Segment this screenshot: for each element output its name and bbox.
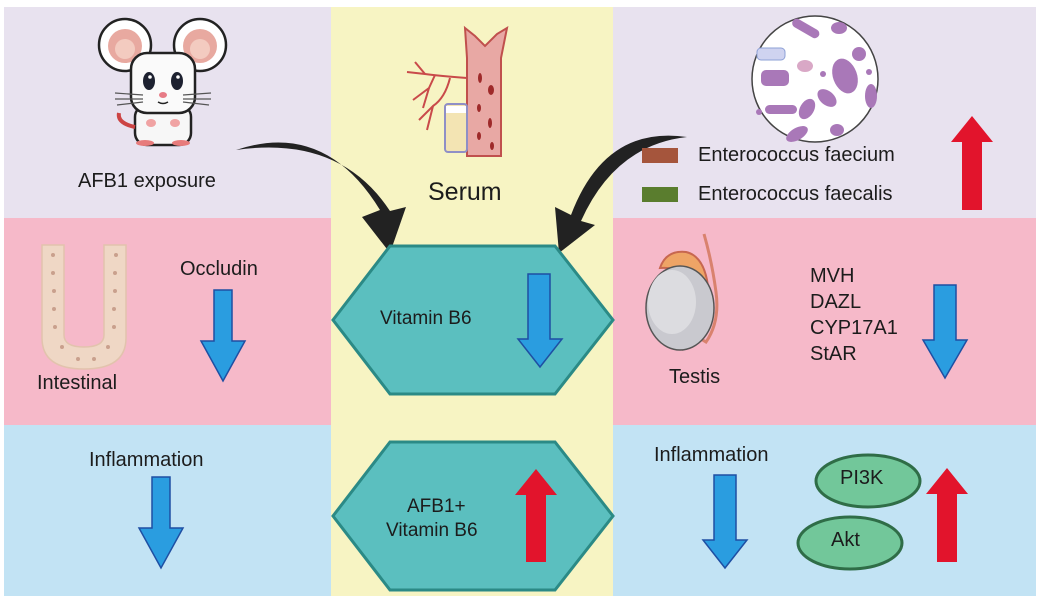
gene-label-mvh: MVH bbox=[810, 265, 855, 287]
occludin-down-arrow-icon bbox=[199, 289, 247, 383]
afb1-plus-label: AFB1+ bbox=[407, 496, 466, 517]
pi3k-ellipse bbox=[814, 453, 922, 509]
gene-label-cyp17a1: CYP17A1 bbox=[810, 317, 898, 339]
gene-label-dazl: DAZL bbox=[810, 291, 862, 313]
intestinal-label: Intestinal bbox=[37, 372, 118, 394]
testis-label: Testis bbox=[669, 366, 721, 388]
vitamin-b6-hexagon bbox=[331, 244, 615, 396]
gene-label-star: StAR bbox=[810, 343, 857, 365]
akt-label: Akt bbox=[831, 529, 860, 551]
serum-label: Serum bbox=[428, 178, 502, 206]
afb1-vitamin-b6-hexagon bbox=[331, 440, 615, 592]
vitamin-b6-label: Vitamin B6 bbox=[380, 308, 472, 329]
right-bottom-panel bbox=[613, 425, 1036, 596]
legend-label-faecium: Enterococcus faecium bbox=[698, 144, 895, 166]
curved-arrow-right-icon bbox=[555, 135, 687, 253]
legend-swatch-faecium bbox=[642, 148, 678, 163]
afb1-exposure-label: AFB1 exposure bbox=[78, 170, 216, 192]
legend-swatch-faecalis bbox=[642, 187, 678, 202]
intestine-icon bbox=[41, 244, 127, 370]
bacteria-microscope-icon bbox=[751, 15, 879, 143]
blood-vessel-serum-icon bbox=[406, 25, 509, 157]
akt-ellipse bbox=[796, 515, 904, 571]
right-inflammation-down-arrow-icon bbox=[701, 474, 749, 570]
testis-genes-down-arrow-icon bbox=[921, 284, 969, 380]
right-inflammation-label: Inflammation bbox=[654, 444, 769, 466]
enterococcus-up-arrow-icon bbox=[951, 116, 993, 210]
mouse-icon bbox=[97, 17, 228, 147]
left-inflammation-label: Inflammation bbox=[89, 449, 204, 471]
testis-icon bbox=[645, 233, 719, 351]
curved-arrow-left-icon bbox=[236, 142, 406, 253]
vitamin-b6-combo-label: Vitamin B6 bbox=[386, 520, 478, 541]
pi3k-label: PI3K bbox=[840, 467, 884, 489]
legend-label-faecalis: Enterococcus faecalis bbox=[698, 183, 893, 205]
pi3k-akt-up-arrow-icon bbox=[926, 468, 968, 562]
afb1-vitamin-b6-up-arrow-icon bbox=[515, 469, 557, 562]
left-inflammation-down-arrow-icon bbox=[137, 476, 185, 570]
vitamin-b6-down-arrow-icon bbox=[516, 273, 564, 369]
occludin-label: Occludin bbox=[180, 258, 258, 280]
